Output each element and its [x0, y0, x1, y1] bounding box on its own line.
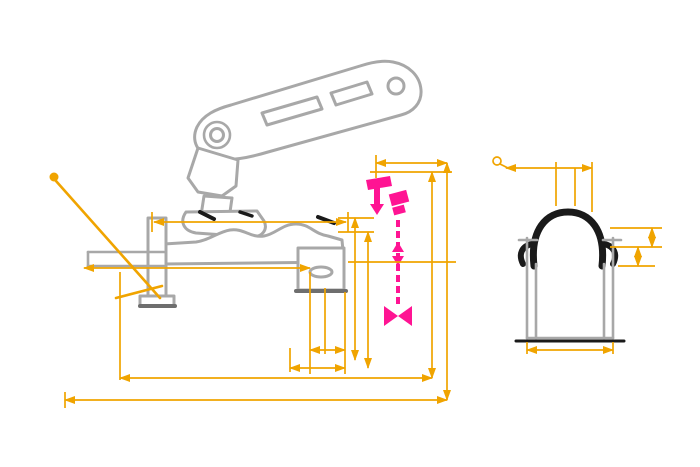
ink-accent-mid [238, 210, 254, 218]
arm-phantom-tick [114, 284, 164, 300]
side-view [49, 59, 456, 408]
pivot-hole [209, 127, 225, 143]
bowtie-right [398, 306, 412, 326]
handle-slot-right [329, 80, 374, 107]
bowtie-left [384, 306, 398, 326]
side-dimensions [64, 155, 456, 408]
clamp-body-outline [86, 59, 423, 308]
bar-ear-left [517, 241, 535, 267]
vertical-arm [146, 216, 168, 298]
spindle-arrow [370, 204, 384, 215]
rod-arrow-up [392, 242, 404, 252]
handle-slot-left [260, 95, 324, 127]
end-dimensions [492, 156, 662, 354]
bar-dome [529, 208, 607, 270]
spindle-assembly [366, 176, 412, 326]
mounting-slot [308, 265, 334, 279]
spindle-top-bar [366, 176, 392, 190]
end-view [492, 156, 662, 354]
base-end-outline [514, 236, 626, 343]
swing-bolt-head [388, 189, 410, 207]
swing-bolt-nut [392, 204, 406, 216]
arm-end-dot [49, 172, 59, 182]
open-position-arm [49, 172, 164, 300]
spindle-shaft [374, 188, 380, 204]
ink-accent-left [198, 210, 216, 221]
pivot-boss [202, 120, 232, 150]
leader-balloon [492, 156, 502, 166]
handle-tip-hole [386, 76, 406, 96]
arm-phantom-line [54, 179, 162, 300]
rod-arrow-down [392, 256, 404, 266]
